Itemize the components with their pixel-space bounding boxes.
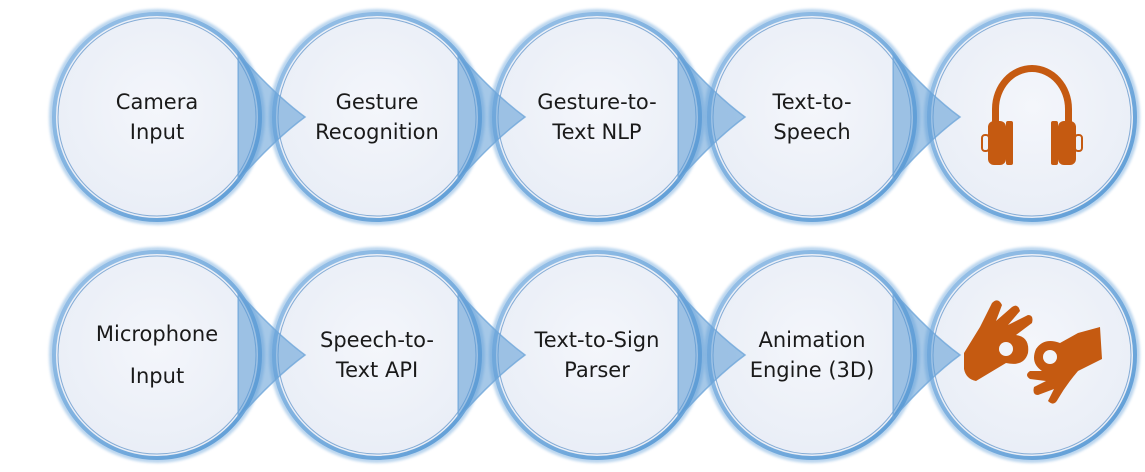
flow-arrow: [237, 289, 307, 421]
flow-arrow: [892, 51, 962, 183]
step-label: Gesture: [336, 90, 419, 114]
step-label: Microphone: [96, 322, 218, 346]
step-label: Camera: [116, 90, 198, 114]
pipeline-step: [49, 247, 265, 463]
step-label: Animation: [758, 328, 865, 352]
flow-arrow: [237, 51, 307, 183]
pipeline-step: [49, 9, 265, 225]
step-label: Speech: [773, 120, 850, 144]
step-label: Speech-to-: [320, 328, 434, 352]
step-label: Text API: [335, 358, 418, 382]
step-circle: [52, 250, 262, 460]
step-label: Input: [130, 364, 184, 388]
step-label: Text NLP: [551, 120, 641, 144]
flow-arrow: [677, 289, 747, 421]
sign-language-icon: [964, 300, 1102, 404]
flow-arrow: [677, 51, 747, 183]
headphones-icon: [981, 65, 1083, 165]
flow-arrow: [457, 51, 527, 183]
step-label: Engine (3D): [750, 358, 875, 382]
step-label: Input: [130, 120, 184, 144]
step-label: Gesture-to-: [537, 90, 656, 114]
step-label: Parser: [564, 358, 630, 382]
flow-arrow: [892, 289, 962, 421]
step-circle: [52, 12, 262, 222]
step-label: Text-to-Sign: [534, 328, 660, 352]
step-label: Text-to-: [771, 90, 851, 114]
step-label: Recognition: [315, 120, 439, 144]
flow-arrow: [457, 289, 527, 421]
